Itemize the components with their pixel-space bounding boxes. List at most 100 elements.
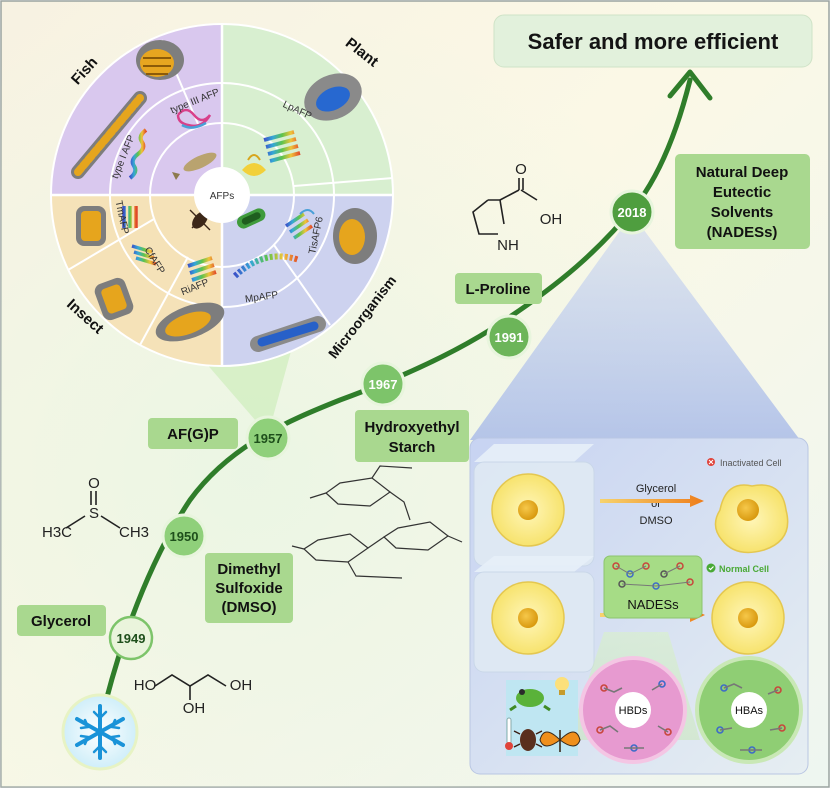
frog-icon — [509, 689, 551, 712]
label-nadess: NADESs — [627, 597, 679, 612]
protein-ribbon-lp — [263, 130, 301, 163]
protein-ribbon-cf — [131, 244, 157, 266]
timeline-node-2018: 2018 — [609, 189, 655, 235]
hbds-circle — [579, 656, 687, 764]
label-hes-line1: Hydroxyethyl — [364, 419, 459, 436]
protein-surface — [136, 40, 184, 80]
label-normal-cell: Normal Cell — [719, 564, 769, 574]
protein-surface — [155, 302, 225, 342]
dmso-atom-o: O — [88, 475, 100, 492]
headline-text: Safer and more efficient — [528, 29, 779, 54]
label-box-afgp — [148, 418, 238, 449]
protein-ribbon-type-iii — [176, 108, 212, 129]
protein-helix-rod — [71, 91, 147, 179]
dmso-atom-ch3: CH3 — [119, 524, 149, 541]
treatment-arrow-top — [600, 495, 704, 507]
dmso-atom-h3c: H3C — [42, 524, 72, 541]
dmso-atom-s: S — [89, 505, 99, 522]
year-1991: 1991 — [495, 330, 524, 345]
timeline-node-1949: 1949 — [108, 615, 154, 661]
ice-cube-icon — [473, 444, 595, 567]
thermometer-icon — [505, 717, 513, 750]
label-dmso-line3: (DMSO) — [222, 599, 277, 616]
protein-ribbon-tis — [285, 209, 315, 240]
year-2018: 2018 — [618, 205, 647, 220]
proline-atom-o: O — [515, 161, 527, 178]
panel-callout — [470, 214, 800, 440]
molecule-cluster-icon — [612, 562, 694, 590]
protein-surface — [333, 208, 377, 264]
label-nades-line3: Solvents — [711, 204, 774, 221]
label-hbds: HBDs — [619, 705, 648, 717]
arrow-label-or: or — [651, 498, 661, 510]
label-box-glycerol — [17, 605, 106, 636]
protein-ribbon-ri — [187, 256, 217, 282]
error-icon-mark — [708, 459, 714, 465]
beetle-icon — [513, 729, 543, 751]
label-box-nades — [675, 154, 810, 249]
year-1950: 1950 — [170, 529, 199, 544]
proline-atom-nh: NH — [497, 237, 519, 254]
protein-ribbon-type-i — [128, 128, 148, 180]
year-1957: 1957 — [254, 431, 283, 446]
glycerol-atom-oh-mid: OH — [183, 700, 206, 717]
normal-nucleus — [738, 608, 758, 628]
label-nades-line2: Eutectic — [713, 184, 771, 201]
wheel-center-label: AFPs — [210, 191, 234, 202]
label-box-dmso — [205, 553, 293, 623]
wheel-divider — [139, 256, 189, 346]
protein-ribbon-tm — [122, 206, 138, 228]
protein-surface — [76, 206, 106, 246]
glycerol-structure — [154, 674, 227, 700]
timeline-node-1967: 1967 — [360, 361, 406, 407]
proline-atom-oh: OH — [540, 211, 563, 228]
wheel-divider — [273, 244, 331, 326]
label-proline: L-Proline — [465, 281, 530, 298]
proline-structure — [472, 178, 538, 235]
wheel-divider — [67, 218, 155, 271]
label-afgp: AF(G)P — [167, 426, 219, 443]
wheel-center — [194, 167, 250, 223]
bacteria-icon — [237, 208, 266, 229]
label-glycerol: Glycerol — [31, 613, 91, 630]
glycerol-atom-oh-right: OH — [230, 677, 253, 694]
label-nades-line4: (NADESs) — [707, 224, 778, 241]
label-dmso-line2: Sulfoxide — [215, 580, 283, 597]
year-1967: 1967 — [369, 377, 398, 392]
timeline-node-1991: 1991 — [486, 314, 532, 360]
label-inactivated-cell: Inactivated Cell — [720, 458, 782, 468]
wheel-divider — [293, 177, 394, 187]
check-icon-mark — [708, 566, 714, 571]
label-nades-line1: Natural Deep — [696, 164, 789, 181]
protein-ribbon-mp — [232, 253, 300, 279]
headline-box — [493, 14, 813, 68]
cryo-panel: Inactivated Cell Glycerol or DMSO Normal… — [469, 437, 809, 775]
timeline-node-1950: 1950 — [161, 513, 207, 559]
hydroxyethyl-starch-structure — [291, 465, 463, 579]
check-icon — [706, 563, 716, 573]
snowflake-icon — [61, 693, 139, 771]
label-hes-line2: Starch — [389, 439, 436, 456]
label-mp-afp: MpAFP — [244, 290, 279, 306]
label-dmso-line1: Dimethyl — [217, 561, 280, 578]
hbas-circle — [695, 656, 803, 764]
afp-wheel: type III AFP type I AFP LpAFP TisAFP6 Mp… — [50, 23, 394, 367]
timeline-arrowhead — [667, 69, 713, 101]
damaged-nucleus — [737, 499, 759, 521]
arrow-label-glycerol: Glycerol — [636, 483, 676, 495]
butterfly-icon — [539, 730, 581, 752]
protein-surface — [94, 277, 134, 321]
protein-surface — [304, 73, 362, 121]
label-hbas: HBAs — [735, 705, 764, 717]
lightbulb-icon — [555, 677, 569, 695]
fish-icon — [172, 152, 217, 180]
year-1949: 1949 — [117, 631, 146, 646]
protein-surface-blue — [250, 316, 326, 352]
dmso-structure — [65, 491, 121, 529]
ice-cube-icon — [473, 556, 595, 673]
glycerol-atom-ho: HO — [134, 677, 157, 694]
plant-icon — [242, 154, 266, 176]
label-box-hes — [355, 410, 469, 462]
